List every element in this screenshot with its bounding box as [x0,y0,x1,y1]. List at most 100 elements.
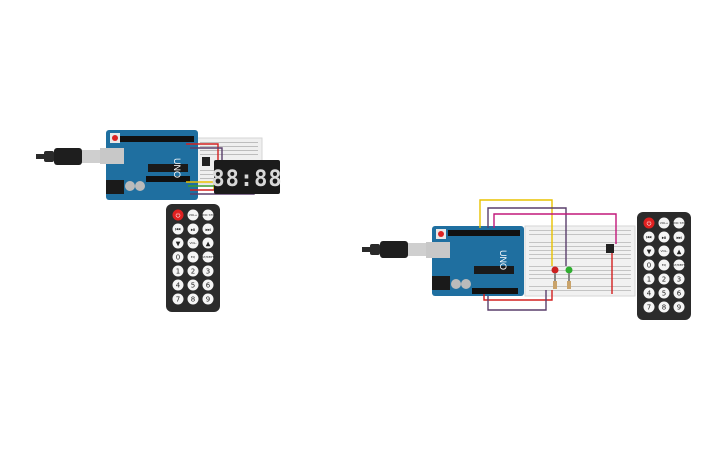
remote-left-button-16[interactable]: 5 [187,279,199,291]
remote-left-button-2[interactable]: FUNC STOP [199,209,217,221]
remote-right-button-14[interactable]: 3 [673,273,685,285]
arduino-board-left[interactable]: UNO [100,130,198,200]
remote-right-button-label-0: ⏻ [647,221,652,228]
remote-right-button-7[interactable]: VOL- [658,245,670,257]
remote-right-button-label-20: 9 [677,304,681,312]
led-green[interactable] [565,266,573,282]
remote-left-button-label-6: ▼ [176,241,181,248]
remote-right-button-label-10: EQ [662,263,667,267]
remote-right-button-12[interactable]: 1 [643,273,655,285]
remote-right-button-10[interactable]: EQ [658,259,670,271]
remote-right-button-label-16: 5 [662,290,666,298]
remote-left-button-11[interactable]: ST/REPT [202,251,215,263]
ir-receiver-left[interactable] [202,157,210,166]
remote-left-button-10[interactable]: EQ [187,251,199,263]
remote-left-button-19[interactable]: 8 [187,293,199,305]
seven-segment-display[interactable]: 88:88 [211,160,282,194]
remote-left-button-label-11: ST/REPT [202,255,215,259]
led-red[interactable] [551,266,559,282]
remote-right-button-label-7: VOL- [660,249,667,253]
remote-right-button-1[interactable]: VOL+ [658,217,670,229]
ir-remote-right[interactable]: ⏻ VOL+FUNC STOP ⏮ ⏯ ⏭ ▼ VOL- ▲ 0 EQ ST/REPT 1 2 3 4 5 6 7… [637,212,691,320]
remote-left-button-8[interactable]: ▲ [202,237,214,249]
board-brand-right: UNO [498,250,508,270]
remote-left-button-label-13: 2 [191,268,195,276]
remote-left-button-9[interactable]: 0 [172,251,184,263]
remote-left-button-label-10: EQ [191,255,196,259]
wires-right [479,199,617,311]
remote-left-button-1[interactable]: VOL+ [187,209,199,221]
remote-right-button-6[interactable]: ▼ [643,245,655,257]
remote-left-button-6[interactable]: ▼ [172,237,184,249]
remote-left-button-0[interactable]: ⏻ [172,209,184,221]
remote-right-button-label-2: FUNC STOP [670,221,687,225]
remote-left-button-20[interactable]: 9 [202,293,214,305]
usb-cable-right [362,241,438,258]
remote-right-button-label-1: VOL+ [660,221,669,225]
remote-right-button-3[interactable]: ⏮ [643,231,655,243]
remote-left-button-label-1: VOL+ [189,213,198,217]
remote-right-button-19[interactable]: 8 [658,301,670,313]
remote-left-button-label-19: 8 [191,296,195,304]
remote-left-button-12[interactable]: 1 [172,265,184,277]
remote-left-button-4[interactable]: ⏯ [187,223,199,235]
remote-left-button-label-9: 0 [176,254,180,262]
remote-right-button-label-9: 0 [647,262,651,270]
remote-right-button-11[interactable]: ST/REPT [673,259,686,271]
remote-right-button-4[interactable]: ⏯ [658,231,670,243]
remote-right-button-label-17: 6 [677,290,682,298]
remote-left-button-label-3: ⏮ [175,227,181,234]
remote-left-button-label-7: VOL- [189,241,196,245]
remote-right-button-label-5: ⏭ [676,235,682,242]
remote-right-button-label-4: ⏯ [662,235,667,242]
remote-left-button-label-16: 5 [191,282,195,290]
remote-right-button-2[interactable]: FUNC STOP [670,217,688,229]
remote-left-button-13[interactable]: 2 [187,265,199,277]
remote-right-button-label-12: 1 [647,276,651,284]
remote-left-button-14[interactable]: 3 [202,265,214,277]
remote-right-button-8[interactable]: ▲ [673,245,685,257]
right-circuit[interactable]: UNO ⏻ VOL+FUNC STOP ⏮ ⏯ ⏭ ▼ VOL- ▲ 0 EQ ST/REPT 1 [362,199,691,320]
remote-right-button-label-15: 4 [647,290,652,298]
remote-right-button-20[interactable]: 9 [673,301,685,313]
board-brand-left: UNO [172,158,182,178]
breadboard-right [524,225,636,297]
resistor-2[interactable] [567,281,571,289]
remote-left-button-18[interactable]: 7 [172,293,184,305]
remote-right-button-13[interactable]: 2 [658,273,670,285]
remote-left-button-label-12: 1 [176,268,180,276]
remote-left-button-3[interactable]: ⏮ [172,223,184,235]
remote-left-button-17[interactable]: 6 [202,279,214,291]
remote-right-button-9[interactable]: 0 [643,259,655,271]
remote-right-button-15[interactable]: 4 [643,287,655,299]
remote-right-button-18[interactable]: 7 [643,301,655,313]
remote-right-button-5[interactable]: ⏭ [673,231,685,243]
remote-left-button-label-4: ⏯ [191,227,196,234]
remote-left-button-7[interactable]: VOL- [187,237,199,249]
remote-left-button-label-14: 3 [206,268,210,276]
resistor-1[interactable] [553,281,557,289]
remote-left-button-label-0: ⏻ [176,213,181,220]
remote-right-button-label-8: ▲ [677,249,682,256]
remote-left-button-5[interactable]: ⏭ [202,223,214,235]
remote-right-button-0[interactable]: ⏻ [643,217,655,229]
display-digits: 88:88 [211,167,282,192]
remote-right-button-label-19: 8 [662,304,666,312]
remote-right-button-label-13: 2 [662,276,666,284]
arduino-board-right[interactable]: UNO [426,226,524,296]
remote-left-button-label-20: 9 [206,296,210,304]
remote-right-button-16[interactable]: 5 [658,287,670,299]
left-circuit[interactable]: UNO 88:88 ⏻ VOL+FUNC STOP ⏮ ⏯ ⏭ ▼ VOL- ▲ 0 EQ ST/R… [36,130,283,312]
remote-right-button-label-11: ST/REPT [673,263,686,267]
remote-right-button-label-6: ▼ [647,249,652,256]
remote-right-button-label-14: 3 [677,276,681,284]
remote-right-button-17[interactable]: 6 [673,287,685,299]
remote-left-button-label-5: ⏭ [205,227,211,234]
remote-left-button-label-8: ▲ [206,241,211,248]
remote-left-button-label-18: 7 [176,296,180,304]
ir-receiver-right[interactable] [606,244,614,253]
remote-left-button-label-15: 4 [176,282,181,290]
remote-left-button-15[interactable]: 4 [172,279,184,291]
